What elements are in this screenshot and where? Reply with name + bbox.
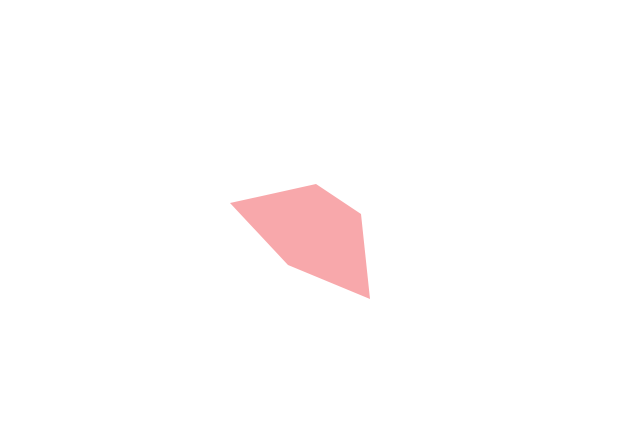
pink-pentagon-shape bbox=[230, 184, 370, 299]
